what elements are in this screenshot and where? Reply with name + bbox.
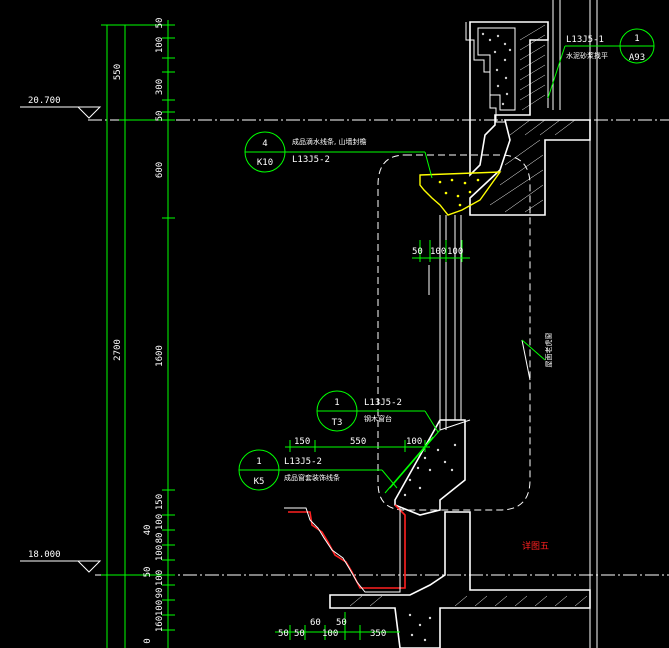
- dim-sill-150: 150: [294, 437, 310, 447]
- dim-mid-50: 50: [155, 111, 165, 122]
- dim-bot-100c: 100: [155, 570, 165, 586]
- callout-t3: 1 T3 L13J5-2 钢木窗台: [316, 390, 439, 433]
- dim-top-50: 50: [155, 18, 165, 29]
- dim-head-50: 50: [412, 247, 423, 257]
- callout-a93-number: 1: [634, 34, 639, 44]
- dim-bot-100d: 100: [155, 600, 165, 616]
- elevation-upper-label: 20.700: [28, 96, 61, 106]
- elevation-marker-upper: 20.700: [28, 96, 102, 119]
- lower-slab: [329, 511, 591, 648]
- callout-a93: 1 A93 L13J5-1 水泥砂浆找平: [547, 28, 655, 99]
- dim-top-300: 300: [155, 79, 165, 95]
- wall-note: 屋面老虎窗: [544, 333, 553, 368]
- dim-base-350: 350: [370, 629, 386, 639]
- eave-drip-highlight: [419, 171, 502, 216]
- dim-upper-550: 550: [113, 64, 123, 80]
- dim-bot-160: 160: [155, 616, 165, 632]
- dim-base-60: 60: [310, 618, 321, 628]
- callout-k5-ref: L13J5-2: [284, 457, 322, 467]
- callout-k10-number: 4: [262, 139, 267, 149]
- dim-bot-50: 50: [143, 567, 153, 578]
- upper-cornice: [465, 0, 598, 648]
- base-cornice-red: 详图五: [284, 504, 549, 593]
- callout-k10-ref: L13J5-2: [292, 155, 330, 165]
- dim-base-50c: 50: [336, 618, 347, 628]
- callout-k10: 4 K10 成品滴水线条, 山墙封檐 L13J5-2: [244, 131, 433, 179]
- dim-bot-90: 90: [155, 588, 165, 599]
- dim-base-50b: 50: [294, 629, 305, 639]
- callout-k10-sheet: K10: [257, 158, 273, 168]
- dim-bot-0: 0: [143, 638, 153, 643]
- dim-bot-100a: 100: [155, 514, 165, 530]
- callout-t3-sheet: T3: [332, 418, 343, 428]
- dim-base-100: 100: [322, 629, 338, 639]
- elevation-triangle-icon: [76, 560, 102, 573]
- dim-sill-100: 100: [406, 437, 422, 447]
- dim-bot-40: 40: [143, 525, 153, 536]
- side-wall: 屋面老虎窗: [521, 333, 553, 381]
- callout-a93-sheet: A93: [629, 53, 645, 63]
- dim-middle-600: 600: [155, 162, 165, 178]
- callout-a93-note: 水泥砂浆找平: [566, 51, 608, 60]
- callout-k5: 1 K5 L13J5-2 成品窗套装饰线条: [238, 449, 398, 491]
- dim-bot-80: 80: [155, 533, 165, 544]
- callout-t3-number: 1: [334, 398, 339, 408]
- dim-bot-150: 150: [155, 494, 165, 510]
- head-dimensions: 50 100 100: [412, 240, 470, 262]
- callout-t3-ref: L13J5-2: [364, 398, 402, 408]
- callout-t3-note: 钢木窗台: [364, 414, 392, 423]
- callout-k5-number: 1: [256, 457, 261, 467]
- dim-overall-2700: 2700: [113, 339, 123, 361]
- sill-dimensions: 150 550 100: [285, 437, 430, 452]
- dim-head-100b: 100: [447, 247, 463, 257]
- window-sill: [384, 419, 471, 516]
- dim-sill-550: 550: [350, 437, 366, 447]
- dim-lower-1600: 1600: [155, 345, 165, 367]
- elevation-triangle-icon: [76, 106, 102, 119]
- base-dimensions: 50 50 60 100 50 350: [275, 612, 400, 640]
- left-dimension-chain: 550 2700 600 1600 50 100 300 50 150 40 1…: [101, 18, 175, 648]
- callout-a93-ref: L13J5-1: [566, 35, 604, 45]
- detail-boundary: [377, 154, 531, 511]
- elevation-marker-lower: 18.000: [28, 550, 102, 573]
- dim-top-100: 100: [155, 37, 165, 53]
- dim-head-100a: 100: [430, 247, 446, 257]
- elevation-lower-label: 18.000: [28, 550, 61, 560]
- callout-k5-sheet: K5: [254, 477, 265, 487]
- dim-bot-100b: 100: [155, 545, 165, 561]
- callout-k10-note: 成品滴水线条, 山墙封檐: [292, 137, 366, 146]
- red-note: 详图五: [522, 540, 549, 552]
- roof-slab: [469, 119, 591, 216]
- callout-k5-note: 成品窗套装饰线条: [284, 473, 340, 482]
- dim-base-50a: 50: [278, 629, 289, 639]
